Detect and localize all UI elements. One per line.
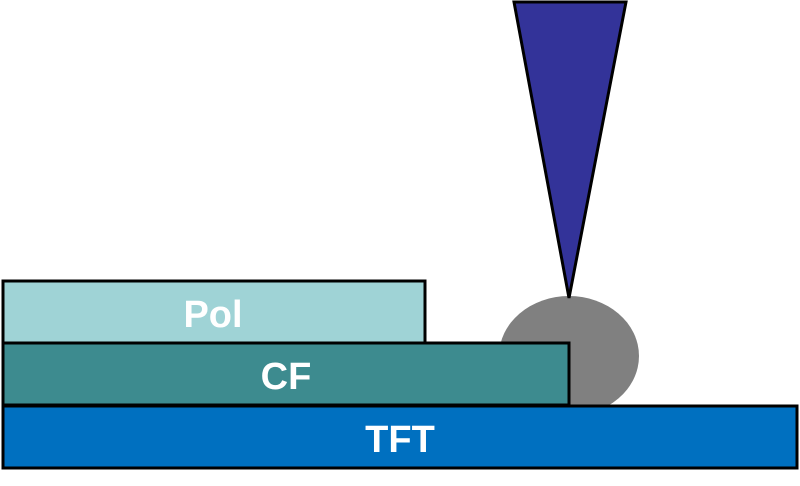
pol-layer-label: Pol bbox=[183, 294, 242, 336]
pol-layer bbox=[1, 279, 427, 345]
needle-shape bbox=[512, 0, 628, 299]
tft-layer-label: TFT bbox=[365, 419, 435, 461]
cf-layer-label: CF bbox=[261, 356, 312, 398]
cf-layer bbox=[1, 341, 571, 407]
